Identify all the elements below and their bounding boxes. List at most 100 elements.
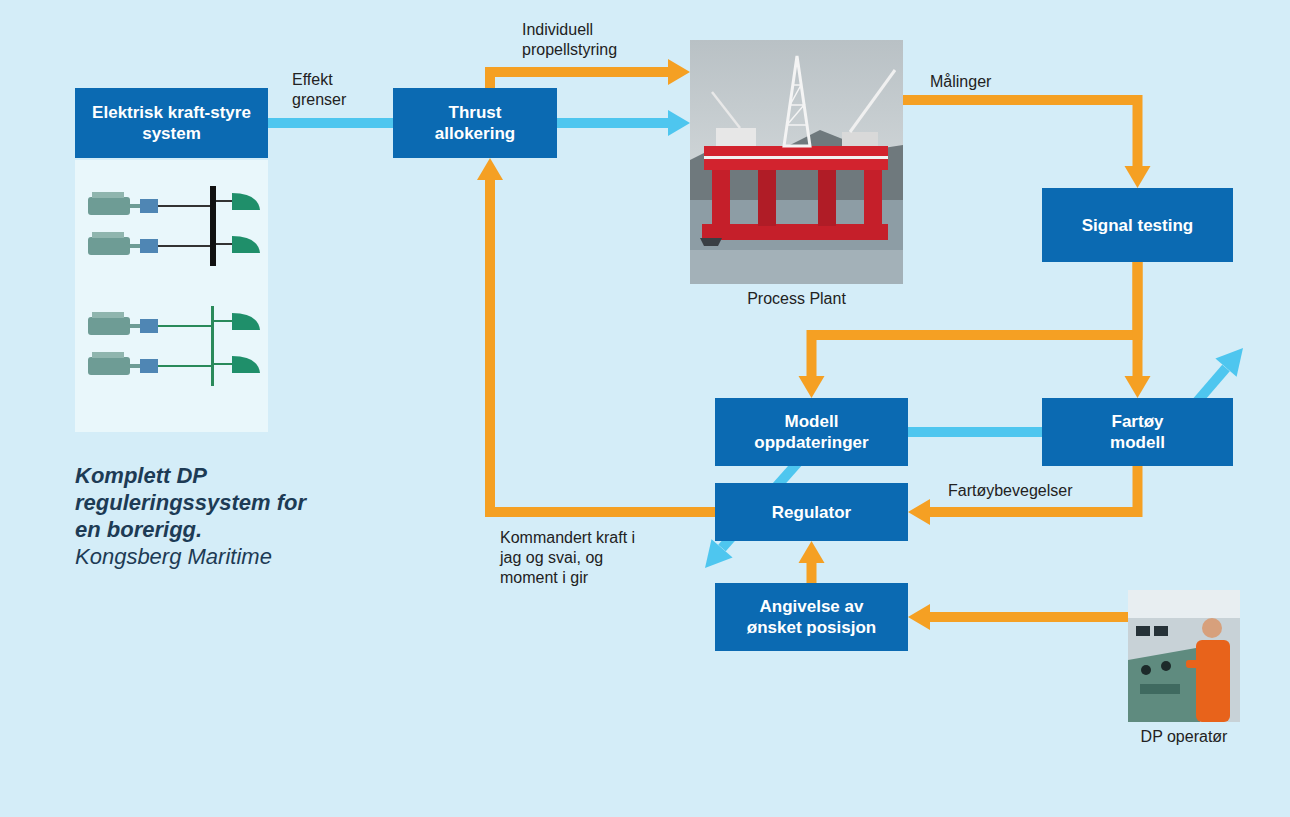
signal-connector (477, 158, 715, 512)
arrow-head (799, 541, 825, 563)
connector-line (557, 118, 669, 128)
rig-housing (842, 132, 878, 146)
bus-bar (211, 306, 214, 386)
illustration-panel (75, 160, 268, 432)
arrow-head (477, 158, 503, 180)
picture-caption: DP operatør (1141, 727, 1228, 747)
dp-operator-illustration (1128, 590, 1240, 722)
bus-bar (210, 186, 216, 266)
process-box: Angivelse av ønsket posisjon (715, 583, 908, 651)
engine (92, 232, 124, 238)
connector-line (903, 100, 1138, 167)
shaft (130, 324, 140, 328)
thruster (232, 236, 260, 253)
rig-deck (704, 146, 888, 170)
signal-connector (490, 59, 690, 88)
generator (140, 319, 158, 333)
shaft (130, 244, 140, 248)
power-connector (557, 110, 690, 136)
picture-caption: Process Plant (747, 289, 846, 309)
engine (92, 352, 124, 358)
connector-label: Kommandert kraft i jag og svai, og momen… (500, 528, 650, 588)
connector-line (929, 612, 1128, 622)
box-label: Angivelse av ønsket posisjon (737, 596, 887, 638)
engine (88, 197, 130, 215)
arrow-head (908, 604, 930, 630)
box-label: Signal testing (1082, 215, 1193, 236)
connector-line (268, 118, 393, 128)
arrow-head (1125, 376, 1151, 398)
connector-line (807, 562, 817, 583)
signal-connector (799, 541, 825, 583)
thruster (232, 356, 260, 373)
connector-line (929, 466, 1138, 512)
tug-boat (700, 238, 722, 246)
signal-connector (908, 466, 1138, 525)
screen (1154, 626, 1168, 636)
rig-stripe (704, 156, 888, 159)
rig-pontoon (702, 224, 888, 240)
console-knob (1141, 665, 1151, 675)
arrow-head (1215, 348, 1243, 377)
process-box: Signal testing (1042, 188, 1233, 262)
operator-head (1202, 618, 1222, 638)
process-box: Modell oppdateringer (715, 398, 908, 466)
screen (1136, 626, 1150, 636)
picture-node: Process Plant (690, 40, 903, 284)
connector-line (812, 262, 1138, 377)
wire (158, 245, 212, 247)
crane-boom (712, 92, 740, 128)
signal-connector (908, 604, 1128, 630)
sea (690, 250, 903, 284)
generator (140, 359, 158, 373)
rig-column (758, 168, 776, 226)
figure-caption: Komplett DP reguleringssystem for en bor… (75, 462, 320, 543)
box-label: Thrust allokering (420, 102, 530, 144)
photo-background (1128, 590, 1240, 722)
generator (140, 239, 158, 253)
connector-line (1133, 262, 1143, 377)
output-arrow (1195, 348, 1243, 404)
arrow-head (668, 59, 690, 85)
console-panel (1140, 684, 1180, 694)
arrow-head (799, 376, 825, 398)
process-box: Thrust allokering (393, 88, 557, 158)
console (1128, 648, 1200, 722)
arrow-head (908, 499, 930, 525)
process-box: Fartøy modell (1042, 398, 1233, 466)
engine (92, 192, 124, 198)
connector-line (490, 72, 669, 88)
connector-label: Effekt grenser (292, 70, 372, 110)
rig-column (712, 168, 730, 226)
connector-label: Målinger (930, 72, 991, 92)
thruster (232, 193, 260, 210)
arrow-head (705, 539, 733, 568)
engine-row (88, 186, 260, 266)
wire (216, 200, 232, 202)
credit-label: Kongsberg Maritime (75, 543, 272, 570)
connector-label: Individuell propellstyring (522, 20, 682, 60)
connector-label: Fartøybevegelser (948, 481, 1073, 501)
box-label: Fartøy modell (1098, 411, 1178, 453)
signal-connector (799, 262, 1138, 398)
derrick (784, 56, 810, 146)
rig-housing (716, 128, 756, 146)
picture-node: DP operatør (1128, 590, 1240, 722)
power-connector (908, 432, 1042, 433)
wire (158, 205, 212, 207)
rig-column (818, 168, 836, 226)
operator-arm (1186, 660, 1200, 668)
power-system-illustration (75, 160, 268, 432)
derrick (787, 85, 807, 125)
wire (158, 325, 212, 327)
engine (88, 317, 130, 335)
thruster (232, 313, 260, 330)
arrow-head (668, 110, 690, 136)
shaft (130, 204, 140, 208)
connector-line (908, 427, 1042, 437)
rig-column (864, 168, 882, 226)
signal-connector (1125, 262, 1151, 398)
shaft (130, 364, 140, 368)
